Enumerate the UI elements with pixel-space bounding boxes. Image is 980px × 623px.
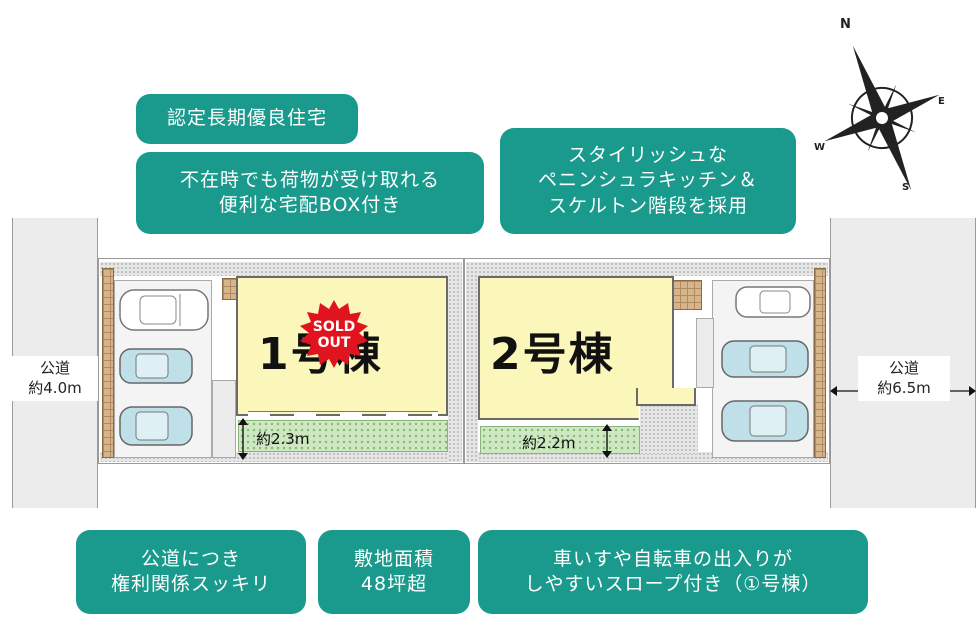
callout-slope: 車いすや自転車の出入りが しやすいスロープ付き（①号棟）: [478, 530, 868, 614]
compass-south: S: [902, 182, 909, 193]
gravel-lot1-top: [100, 262, 462, 276]
left-road-label: 公道 約4.0m: [12, 356, 98, 401]
garden-lot2: [480, 426, 640, 454]
sold-out-starburst: [300, 300, 368, 368]
house-2-label: 2号棟: [490, 329, 615, 380]
gravel-lot2-entry: [640, 404, 698, 454]
entry-tile-lot1: [102, 268, 114, 458]
compass-west: W: [814, 142, 825, 153]
callout-certified-housing: 認定長期優良住宅: [136, 94, 358, 144]
car-outline-icon: [735, 286, 811, 318]
sold-text: SOLD: [313, 319, 356, 335]
callout-kitchen: スタイリッシュな ペニンシュラキッチン＆ スケルトン階段を採用: [500, 128, 796, 234]
callout-kitchen-line1: スタイリッシュな: [567, 144, 728, 167]
callout-public-road: 公道につき 権利関係スッキリ: [76, 530, 306, 614]
gravel-lot1-right: [448, 262, 462, 462]
car-outline-icon: [119, 289, 209, 331]
step-lot2: [696, 318, 714, 388]
lot-2: [464, 258, 830, 464]
callout-road-line2: 権利関係スッキリ: [110, 573, 271, 595]
lot-1: [98, 258, 464, 464]
garden-1-dimension: 約2.3m: [256, 430, 310, 448]
compass-north: N: [840, 17, 851, 32]
left-road-width: 約4.0m: [28, 379, 82, 398]
house-1-windows: [248, 411, 438, 418]
entry-tile-lot2: [814, 268, 826, 458]
callout-area-line2: 48坪超: [360, 573, 428, 595]
gravel-lot2-top: [466, 262, 828, 276]
callout-delivery-box: 不在時でも荷物が受け取れる 便利な宅配BOX付き: [136, 152, 484, 234]
house-2-lower-block: [636, 388, 696, 406]
gravel-lot2-left: [466, 262, 478, 462]
right-road-label: 公道 約6.5m: [858, 356, 950, 401]
car-icon: [721, 340, 809, 378]
right-road-width: 約6.5m: [877, 379, 931, 398]
compass-east: E: [938, 96, 945, 107]
dimension-arrow-lot2: [602, 424, 612, 458]
callout-kitchen-line2: ペニンシュラキッチン＆: [537, 169, 758, 192]
right-road-name: 公道: [888, 359, 919, 377]
car-icon: [119, 406, 193, 446]
porch-tile-lot2: [672, 280, 702, 310]
callout-delivery-line1: 不在時でも荷物が受け取れる: [179, 168, 440, 191]
garden-2-dimension: 約2.2m: [522, 434, 576, 452]
callout-slope-line2: しやすいスロープ付き（①号棟）: [524, 573, 822, 595]
gravel-lot2-bottom: [466, 452, 828, 462]
dimension-arrow-lot1: [238, 418, 248, 460]
callout-slope-line1: 車いすや自転車の出入りが: [552, 547, 793, 570]
callout-delivery-line2: 便利な宅配BOX付き: [218, 194, 402, 216]
garden-lot1: [238, 420, 448, 452]
car-icon: [119, 348, 193, 384]
slope-lot1: [212, 380, 236, 458]
callout-road-line1: 公道につき: [140, 547, 241, 570]
callout-kitchen-line3: スケルトン階段を採用: [547, 194, 748, 217]
callout-certified-text: 認定長期優良住宅: [166, 107, 327, 130]
left-road-name: 公道: [39, 359, 70, 377]
out-text: OUT: [318, 335, 351, 351]
callout-area-line1: 敷地面積: [353, 547, 434, 570]
car-icon: [721, 400, 809, 442]
gravel-lot1-bottom: [100, 452, 462, 462]
compass-rose-icon: N E S W: [814, 17, 945, 193]
callout-site-area: 敷地面積 48坪超: [318, 530, 470, 614]
sold-out-badge: SOLD OUT: [300, 300, 368, 368]
